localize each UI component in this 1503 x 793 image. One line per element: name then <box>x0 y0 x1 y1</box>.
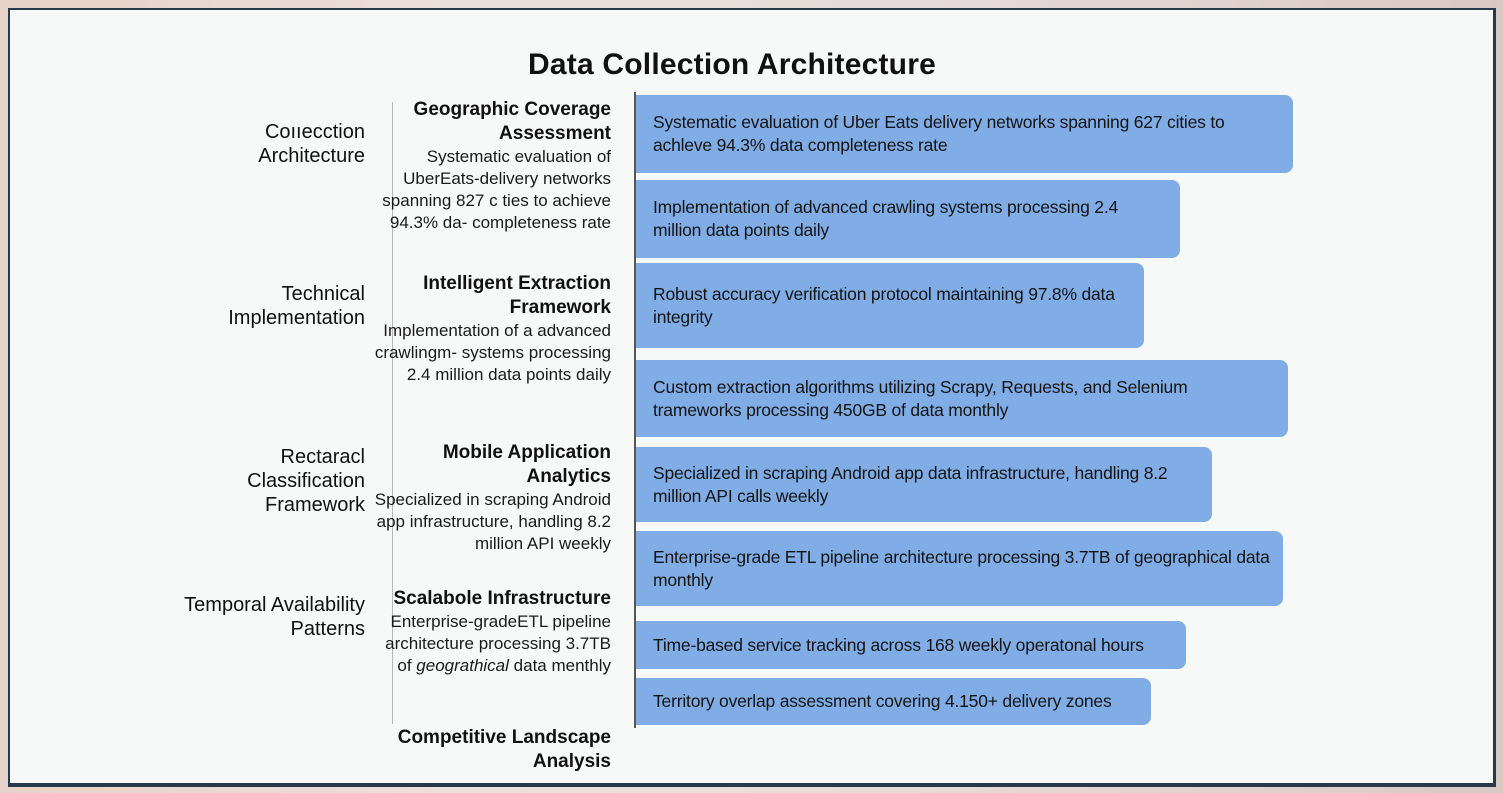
bar-axis-line <box>634 92 636 728</box>
component-mobile-analytics: Mobile Application Analytics Specialized… <box>371 441 611 555</box>
component-intelligent-extraction: Intelligent Extraction Framework Impleme… <box>371 272 611 386</box>
component-heading: Mobile Application Analytics <box>442 442 611 487</box>
component-scalable-infrastructure: Scalabole Infrastructure Enterprise-grad… <box>371 587 611 677</box>
bar-item: Robust accuracy verification protocol ma… <box>636 263 1144 348</box>
category-classification-framework: Rectaracl Classification Framework <box>247 446 365 516</box>
component-heading: Competitive Landscape Analysis <box>397 727 611 772</box>
column-divider <box>392 102 393 724</box>
component-geographic-coverage: Geographic Coverage Assessment Systemati… <box>371 98 611 234</box>
bar-item: Territory overlap assessment covering 4.… <box>636 678 1151 725</box>
bar-item: Systematic evaluation of Uber Eats deliv… <box>636 95 1293 173</box>
component-heading: Scalabole Infrastructure <box>393 588 611 609</box>
bar-item: Specialized in scraping Android app data… <box>636 447 1212 522</box>
component-competitive-landscape: Competitive Landscape Analysis <box>371 726 611 774</box>
bar-item: Implementation of advanced crawling syst… <box>636 180 1180 258</box>
category-collection-architecture: Coııecction Architecture <box>258 121 365 167</box>
category-temporal-availability: Temporal Availability Patterns <box>184 594 365 640</box>
bar-item: Custom extraction algorithms utilizing S… <box>636 360 1288 437</box>
component-description: Systematic evaluation of UberEats-delive… <box>382 147 611 232</box>
category-technical-implementation: Technical Implementation <box>228 283 365 329</box>
diagram-frame: Data Collection Architecture Coııecction… <box>8 8 1496 787</box>
component-heading: Intelligent Extraction Framework <box>423 273 611 318</box>
component-description: Implementation of a advanced crawlingm- … <box>374 321 611 384</box>
bar-item: Time-based service tracking across 168 w… <box>636 621 1186 669</box>
component-description: Specialized in scraping Android app infr… <box>374 490 611 553</box>
component-heading: Geographic Coverage Assessment <box>413 99 611 144</box>
bar-item: Enterprise-grade ETL pipeline architectu… <box>636 531 1283 606</box>
component-description: Enterprise-gradeETL pipeline architectur… <box>385 612 611 675</box>
diagram-title: Data Collection Architecture <box>528 48 936 81</box>
